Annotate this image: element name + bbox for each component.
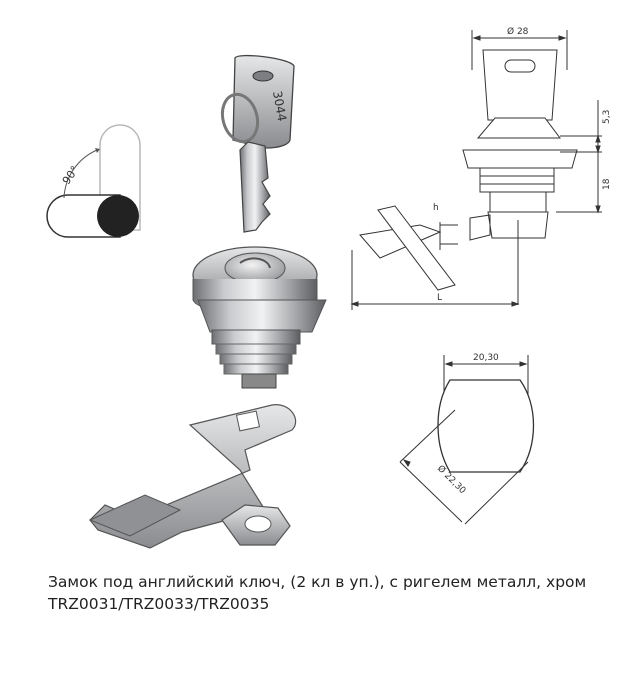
- hex-nut-illustration: [221, 504, 291, 546]
- key-illustration: 3044: [220, 54, 295, 233]
- rotation-diagram: 90°: [46, 124, 141, 238]
- technical-drawing-labels: Ø 28 5,3 18 h L: [433, 26, 612, 303]
- latch-position-dot: [97, 195, 139, 237]
- dim-body-label: 18: [602, 178, 612, 190]
- diameter-28-label: Ø 28: [507, 26, 529, 37]
- key-ring: [220, 92, 260, 144]
- technical-drawing-side: [350, 30, 602, 310]
- lock-cylinder-illustration: [192, 246, 327, 389]
- product-sku-codes: TRZ0031/TRZ0033/TRZ0035: [48, 595, 270, 613]
- product-caption: Замок под английский ключ, (2 кл в уп.),…: [48, 571, 586, 615]
- rotation-angle-label: 90°: [60, 164, 82, 187]
- rotation-arc: [63, 149, 98, 199]
- mounting-hole-drawing: [399, 355, 535, 525]
- dim-L-label: L: [437, 293, 442, 303]
- key-engraving: 3044: [270, 90, 289, 123]
- dim-h-label: h: [433, 203, 439, 213]
- hole-width-label: 20,30: [473, 353, 499, 363]
- product-description: Замок под английский ключ, (2 кл в уп.),…: [48, 573, 587, 591]
- dim-top-label: 5,3: [602, 110, 612, 124]
